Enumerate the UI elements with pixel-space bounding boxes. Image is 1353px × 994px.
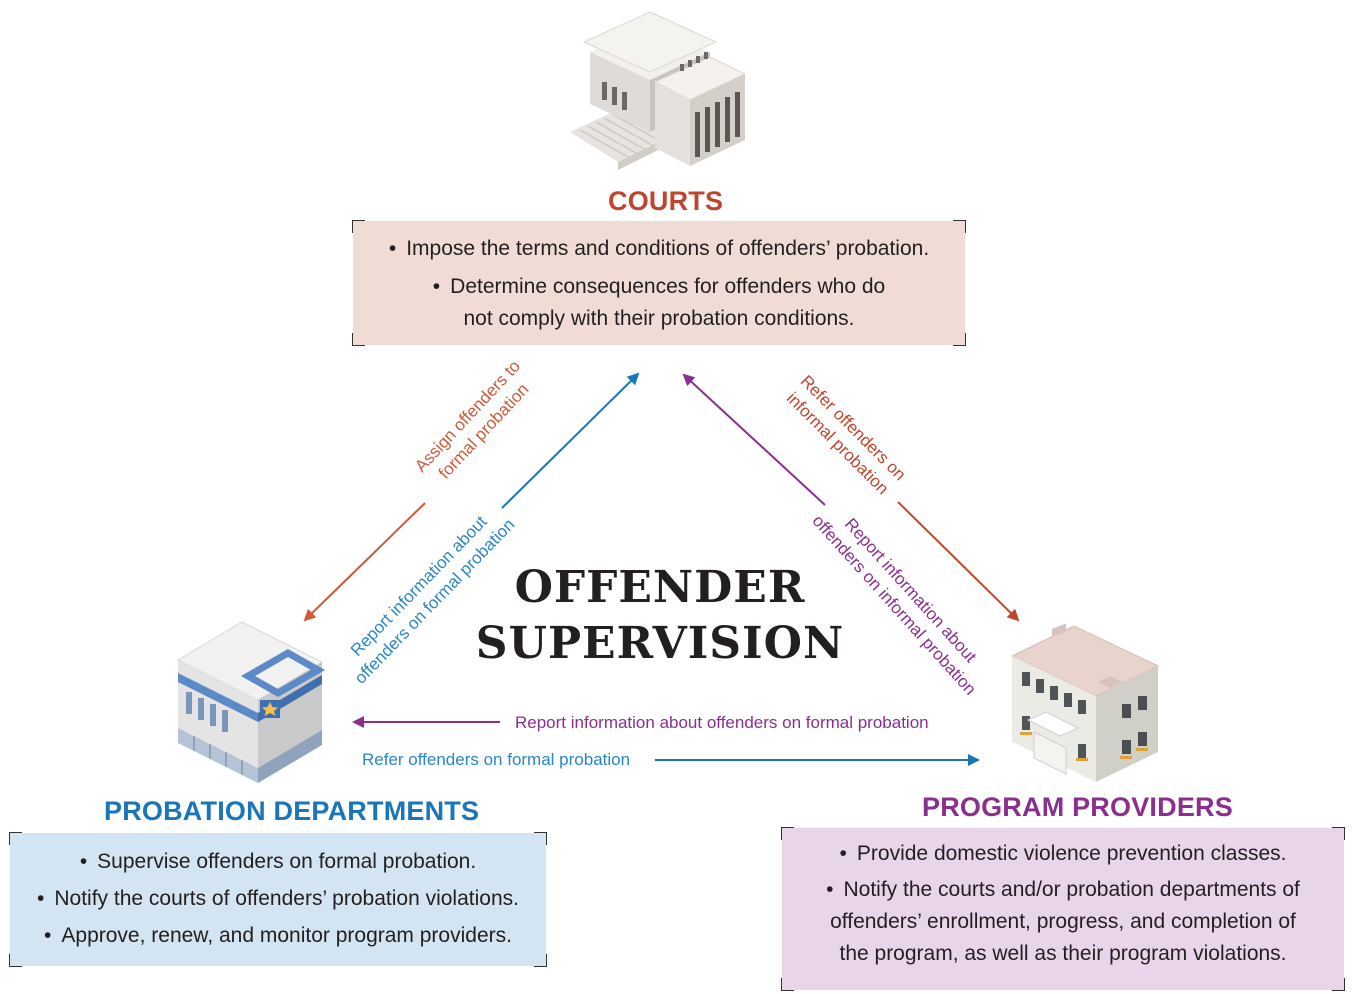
courts-heading: COURTS: [608, 186, 724, 216]
probation-item: •Notify the courts of offenders’ probati…: [37, 887, 519, 910]
courts-item: •Determine consequences for offenders wh…: [432, 275, 886, 298]
report-formal-to-courts-arrow: [501, 372, 640, 509]
report-formal-to-probation-label: Report information about offenders on fo…: [515, 713, 929, 732]
providers-item-cont: offenders’ enrollment, progress, and com…: [830, 910, 1296, 933]
refer-formal-label: Refer offenders on formal probation: [362, 750, 631, 769]
courts-item-cont: not comply with their probation conditio…: [463, 307, 855, 330]
courts-box: •Impose the terms and conditions of offe…: [352, 220, 966, 346]
police-station-icon: [176, 621, 326, 783]
assign-formal-arrow: [303, 502, 426, 622]
probation-box: •Supervise offenders on formal probation…: [9, 832, 547, 967]
courts-item: •Impose the terms and conditions of offe…: [388, 237, 930, 260]
providers-item: •Provide domestic violence prevention cl…: [839, 842, 1287, 865]
providers-item-cont: the program, as well as their program vi…: [839, 942, 1287, 965]
report-informal-to-courts-arrow: [682, 373, 826, 506]
providers-item: •Notify the courts and/or probation depa…: [826, 878, 1300, 901]
probation-item: •Supervise offenders on formal probation…: [79, 850, 477, 873]
probation-heading: PROBATION DEPARTMENTS: [104, 796, 480, 826]
providers-box: •Provide domestic violence prevention cl…: [781, 827, 1345, 991]
diagram-title: OFFENDER SUPERVISION: [475, 562, 845, 669]
providers-heading: PROGRAM PROVIDERS: [922, 792, 1233, 822]
refer-informal-arrow: [897, 501, 1020, 622]
office-building-icon: [1010, 624, 1160, 782]
courthouse-icon: [570, 12, 747, 170]
probation-item: •Approve, renew, and monitor program pro…: [44, 924, 512, 947]
